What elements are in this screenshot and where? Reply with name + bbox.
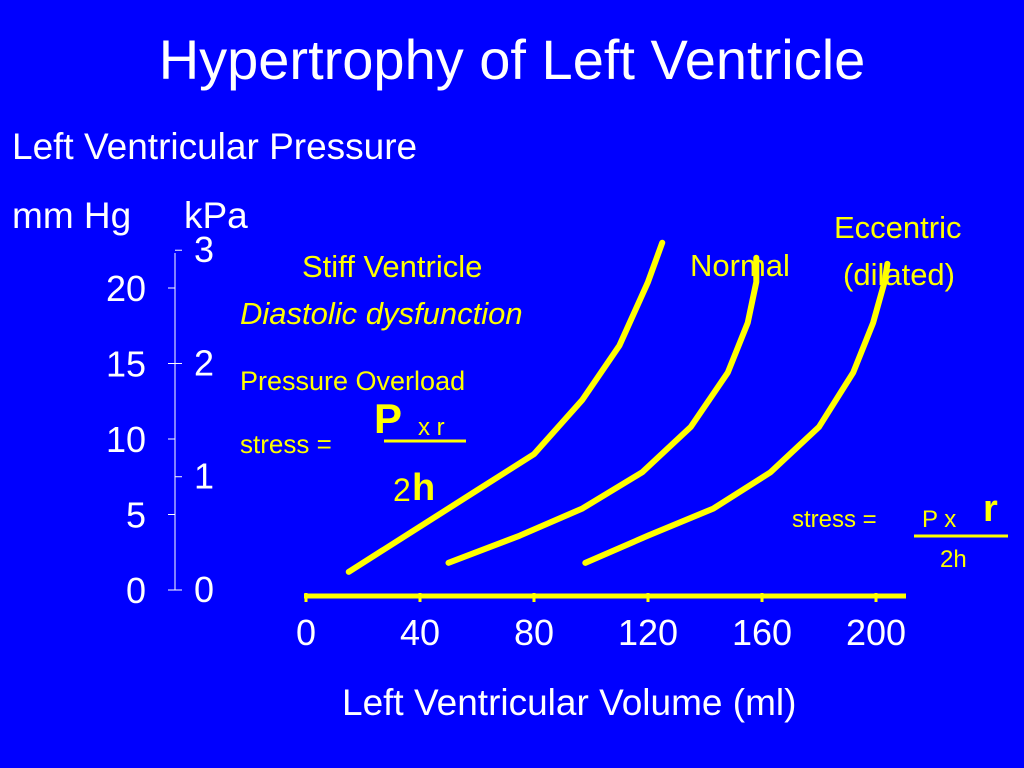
normal-label: Normal: [690, 248, 790, 283]
stress-left-label: stress =: [240, 429, 332, 459]
x-tick-label: 200: [846, 612, 906, 653]
y-units-kpa: kPa: [184, 195, 248, 236]
eccentric-label-line2: (dilated): [843, 257, 955, 292]
x-tick-label: 80: [514, 612, 554, 653]
stiff-ventricle-label: Stiff Ventricle: [302, 249, 483, 284]
slide-title: Hypertrophy of Left Ventricle: [158, 28, 866, 91]
x-tick-label: 0: [296, 612, 316, 653]
formula-1-denominator-2: 2: [393, 472, 411, 508]
curve-stiff: [345, 239, 666, 575]
x-axis-label: Left Ventricular Volume (ml): [342, 682, 797, 723]
y-tick-mmhg-label: 10: [106, 419, 146, 460]
y-tick-mmhg-label: 15: [106, 344, 146, 385]
y-tick-mmhg-label: 0: [126, 570, 146, 611]
formula-2-numerator-r: r: [983, 488, 998, 530]
x-tick-label: 160: [732, 612, 792, 653]
x-tick-label: 40: [400, 612, 440, 653]
formula-2-numerator-px: P x: [922, 506, 957, 533]
curve-normal: [445, 254, 760, 566]
y-tick-mmhg-label: 5: [126, 495, 146, 536]
y-tick-kpa-label: 1: [194, 456, 214, 497]
y-tick-kpa-label: 3: [194, 229, 214, 270]
x-tick-label: 120: [618, 612, 678, 653]
y-units-mmhg: mm Hg: [12, 195, 132, 236]
y-tick-mmhg-label: 20: [106, 268, 146, 309]
formula-2-denominator: 2h: [940, 546, 967, 573]
diastolic-dysfunction-label: Diastolic dysfunction: [240, 296, 523, 331]
eccentric-label-line1: Eccentric: [834, 210, 962, 245]
curve-eccentric: [582, 260, 891, 566]
y-tick-kpa-label: 0: [194, 569, 214, 610]
formula-1-numerator-xr: x r: [418, 414, 445, 441]
formula-1-numerator-p: P: [374, 395, 403, 442]
stress-right-label: stress =: [792, 506, 877, 533]
y-axis-label: Left Ventricular Pressure: [12, 126, 418, 167]
formula-1-denominator-h: h: [412, 467, 436, 509]
y-tick-kpa-label: 2: [194, 342, 214, 383]
pressure-overload-label: Pressure Overload: [240, 366, 466, 396]
